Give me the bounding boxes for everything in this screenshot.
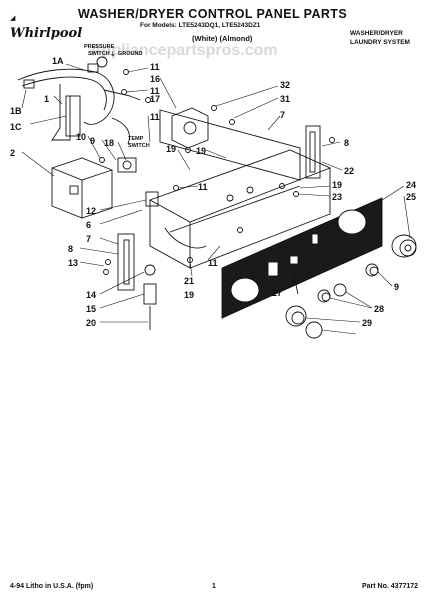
pressure-switch-connector: [96, 56, 108, 68]
callout: 7: [86, 234, 91, 244]
callout: 6: [86, 220, 91, 230]
callout: 1A: [52, 56, 64, 66]
pressure-switch-label-1: PRESSURE: [84, 44, 115, 50]
callout: 17: [150, 94, 160, 104]
model-numbers: For Models: LTE5243DQ1, LTE5243DZ1: [140, 22, 261, 29]
callout: 11: [150, 86, 160, 96]
callout: 23: [332, 192, 342, 202]
knob-27b: [333, 283, 347, 297]
system-label-2: LAUNDRY SYSTEM: [350, 39, 410, 46]
callout: 7: [280, 110, 285, 120]
callout-numbers: 1A 1 1B 1C 2 11 16 11 17 11 10 9 18 19 1…: [10, 56, 416, 328]
callout: 11: [208, 258, 218, 268]
clip-11-lower: [145, 191, 159, 207]
callout: 31: [280, 94, 290, 104]
callout: 10: [76, 132, 86, 142]
callout: 19: [184, 290, 194, 300]
leader-lines: [21, 63, 411, 335]
spacer: [143, 283, 157, 305]
callout: 11: [198, 182, 208, 192]
callout: 8: [68, 244, 73, 254]
callout: 22: [344, 166, 354, 176]
ground-label: GROUND: [118, 51, 143, 57]
callout: 13: [68, 258, 78, 268]
callout: 11: [150, 112, 160, 122]
panel-opening-left: [230, 277, 260, 303]
callout: 16: [150, 74, 160, 84]
callout: 21: [184, 276, 194, 286]
right-bracket: [305, 125, 321, 179]
callout: 24: [406, 180, 416, 190]
page-title: WASHER/DRYER CONTROL PANEL PARTS: [78, 7, 348, 21]
callout: 1B: [10, 106, 22, 116]
pressure-switch-label-2: SWITCH: [88, 51, 110, 57]
litho-note: 4-94 Litho in U.S.A. (fpm): [10, 583, 94, 590]
callout: 27: [272, 288, 282, 298]
callout: 8: [344, 138, 349, 148]
knob-24: [391, 234, 417, 258]
part-number: Part No. 4377172: [362, 583, 419, 590]
control-box: [51, 157, 113, 219]
callout: 19: [196, 146, 206, 156]
model-colors: (White) (Almond): [192, 34, 253, 43]
brand-mark: ◢: [10, 15, 16, 22]
callout: 28: [374, 304, 384, 314]
harness-connector: [65, 95, 81, 137]
callout: 9: [394, 282, 399, 292]
callout: 19: [166, 144, 176, 154]
panel-opening-right: [337, 209, 367, 235]
callout: 1C: [10, 122, 22, 132]
system-label-1: WASHER/DRYER: [350, 30, 403, 37]
callout: 29: [362, 318, 372, 328]
left-bracket: [117, 233, 135, 291]
callout: 1: [44, 94, 49, 104]
ground-icon: ⏚: [110, 52, 116, 58]
callout: 2: [10, 148, 15, 158]
knob-27a: [317, 289, 331, 303]
callout: 32: [280, 80, 290, 90]
callout: 15: [86, 304, 96, 314]
watermark: Appliancepartspros.com: [90, 42, 278, 59]
callout: 14: [86, 290, 96, 300]
knob-25: [365, 263, 379, 277]
timer: [171, 107, 209, 149]
temp-switch-label-2: SWITCH: [128, 143, 150, 149]
callout: 12: [86, 206, 96, 216]
callout: 18: [104, 138, 114, 148]
callout: 20: [86, 318, 96, 328]
clip: [144, 264, 156, 276]
knob-28: [285, 305, 307, 327]
whirlpool-logo: Whirlpool: [10, 26, 83, 41]
callout: 19: [332, 180, 342, 190]
callout: 25: [406, 192, 416, 202]
callout: 9: [90, 136, 95, 146]
temp-switch-label-1: TEMP: [128, 136, 144, 142]
temp-switch: [117, 157, 137, 173]
callout: 11: [150, 62, 160, 72]
knob-29: [305, 321, 323, 339]
page-number: 1: [212, 583, 216, 590]
wire-harness: [17, 68, 115, 125]
